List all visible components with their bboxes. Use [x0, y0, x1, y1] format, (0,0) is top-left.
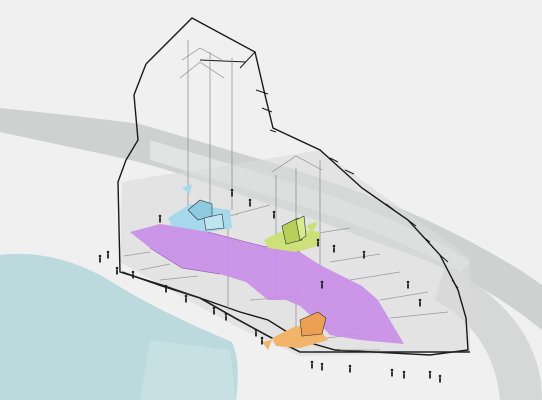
ground-floor-edge: [121, 271, 470, 353]
green-pavilion: [264, 215, 320, 252]
person-figure-icon: [248, 198, 252, 207]
person-figure-icon: [158, 214, 162, 223]
person-figure-icon: [402, 370, 406, 379]
person-figure-icon: [348, 364, 352, 373]
building-steps-inner: [199, 51, 459, 289]
person-figure-icon: [212, 306, 216, 315]
person-figure-icon: [362, 250, 366, 259]
public-zone: [130, 224, 404, 344]
person-figure-icon: [390, 368, 394, 377]
person-figure-icon: [332, 244, 336, 253]
people: [98, 188, 442, 383]
person-figure-icon: [184, 294, 188, 303]
orange-pavilion: [262, 311, 328, 350]
person-figure-icon: [230, 188, 234, 197]
water-inlet: [140, 340, 236, 400]
person-figure-icon: [418, 298, 422, 307]
person-figure-icon: [310, 360, 314, 369]
person-figure-icon: [106, 250, 110, 259]
person-figure-icon: [131, 270, 135, 279]
floor-grid: [123, 204, 449, 351]
sun-flag-icon: [308, 222, 318, 230]
person-figure-icon: [406, 280, 410, 289]
blue-pavilion: [168, 199, 232, 232]
sun-flag-icon: [182, 184, 192, 194]
person-figure-icon: [98, 254, 102, 263]
person-figure-icon: [115, 266, 119, 275]
person-figure-icon: [320, 280, 324, 289]
person-figure-icon: [316, 238, 320, 247]
person-figure-icon: [320, 362, 324, 371]
person-figure-icon: [254, 328, 258, 337]
person-figure-icon: [260, 336, 264, 345]
person-figure-icon: [438, 374, 442, 383]
person-figure-icon: [272, 210, 276, 219]
building-outline: [117, 17, 469, 356]
person-figure-icon: [224, 312, 228, 321]
person-figure-icon: [164, 284, 168, 293]
person-figure-icon: [428, 370, 432, 379]
